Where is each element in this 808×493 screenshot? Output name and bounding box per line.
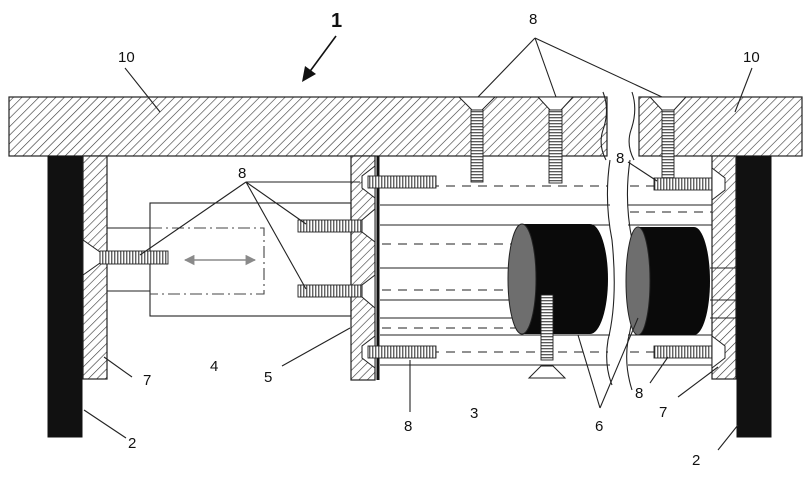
screw-top-1	[457, 96, 497, 183]
screw-plate-1	[361, 164, 437, 200]
screw-plate-2	[297, 207, 376, 244]
screw-bottom-roll	[527, 294, 567, 379]
label-bracket-right: 7	[659, 404, 667, 421]
label-bracket-left: 7	[143, 372, 151, 389]
label-screw-left: 8	[238, 165, 246, 182]
break-line-board-right	[628, 91, 636, 161]
label-insert: 3	[470, 405, 478, 422]
label-screw-bottom: 8	[404, 418, 412, 435]
screw-plate-3	[297, 273, 376, 310]
label-board-left: 10	[118, 49, 135, 66]
label-post-left: 2	[128, 435, 136, 452]
label-screw-right-top: 8	[616, 150, 624, 167]
label-screw-right-bottom: 8	[635, 385, 643, 402]
post-left	[47, 155, 83, 438]
label-adjust: 4	[210, 358, 218, 375]
screw-bracket-right-top	[653, 166, 726, 202]
top-board-left	[8, 96, 608, 157]
screw-top-2	[536, 96, 575, 184]
roll-right	[625, 226, 710, 336]
label-post-right: 2	[692, 452, 700, 469]
leader-lines	[83, 37, 753, 451]
label-roll: 6	[595, 418, 603, 435]
screw-bracket-left	[82, 239, 169, 276]
arrow-down-left-icon	[302, 35, 337, 82]
break-line-board-left	[600, 91, 608, 161]
label-board-right: 10	[743, 49, 760, 66]
screw-plate-4	[361, 334, 437, 370]
post-right	[736, 155, 772, 438]
break-line-body-left	[606, 159, 615, 386]
roll-left	[507, 223, 608, 335]
screw-bracket-right-bottom	[653, 334, 726, 370]
label-screw-top: 8	[529, 11, 537, 28]
label-assembly: 1	[331, 10, 342, 32]
screw-top-3	[648, 96, 688, 181]
label-plate: 5	[264, 369, 272, 386]
